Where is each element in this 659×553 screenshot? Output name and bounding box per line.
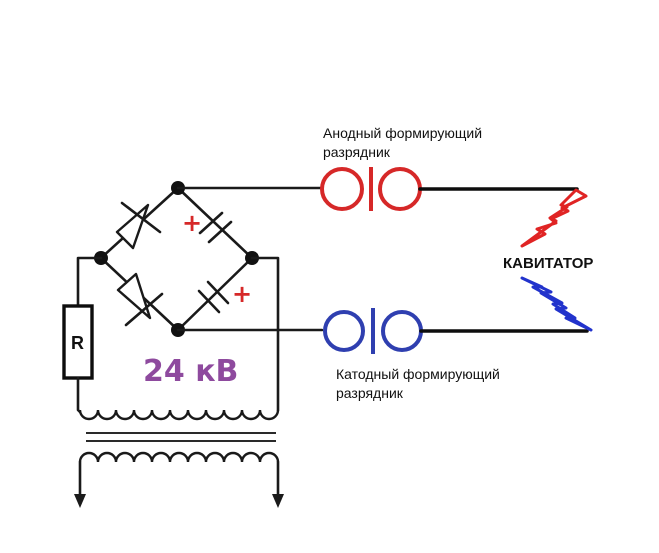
wire-to-coil-right (250, 256, 280, 412)
arrow-down-right-icon (272, 494, 284, 508)
cathode-label-line1: Катодный формирующий (336, 366, 500, 382)
spark-blue-icon (520, 276, 593, 332)
primary-winding (78, 451, 280, 463)
diode-upper (115, 201, 162, 250)
arrow-down-left-icon (74, 494, 86, 508)
resistor-label: R (71, 333, 84, 353)
anode-gap (320, 167, 422, 211)
cavitator-label: КАВИТАТОР (503, 255, 593, 272)
spark-red-icon (520, 188, 588, 248)
cathode-gap (323, 308, 423, 354)
anode-label-line1: Анодный формирующий (323, 125, 482, 141)
capacitor-lower (197, 280, 230, 314)
voltage-label: 24 кВ (143, 354, 238, 389)
capacitor-upper (198, 211, 233, 244)
wire-to-resistor (76, 256, 103, 308)
cathode-label-line2: разрядник (336, 385, 404, 401)
wire-resistor-to-coil (76, 376, 82, 414)
plus-sign-lower: + (232, 280, 252, 308)
diode-lower (116, 272, 164, 327)
anode-label-line2: разрядник (323, 144, 391, 160)
bridge-wires (99, 186, 254, 332)
secondary-winding (78, 409, 280, 421)
plus-sign-upper: + (182, 209, 202, 237)
